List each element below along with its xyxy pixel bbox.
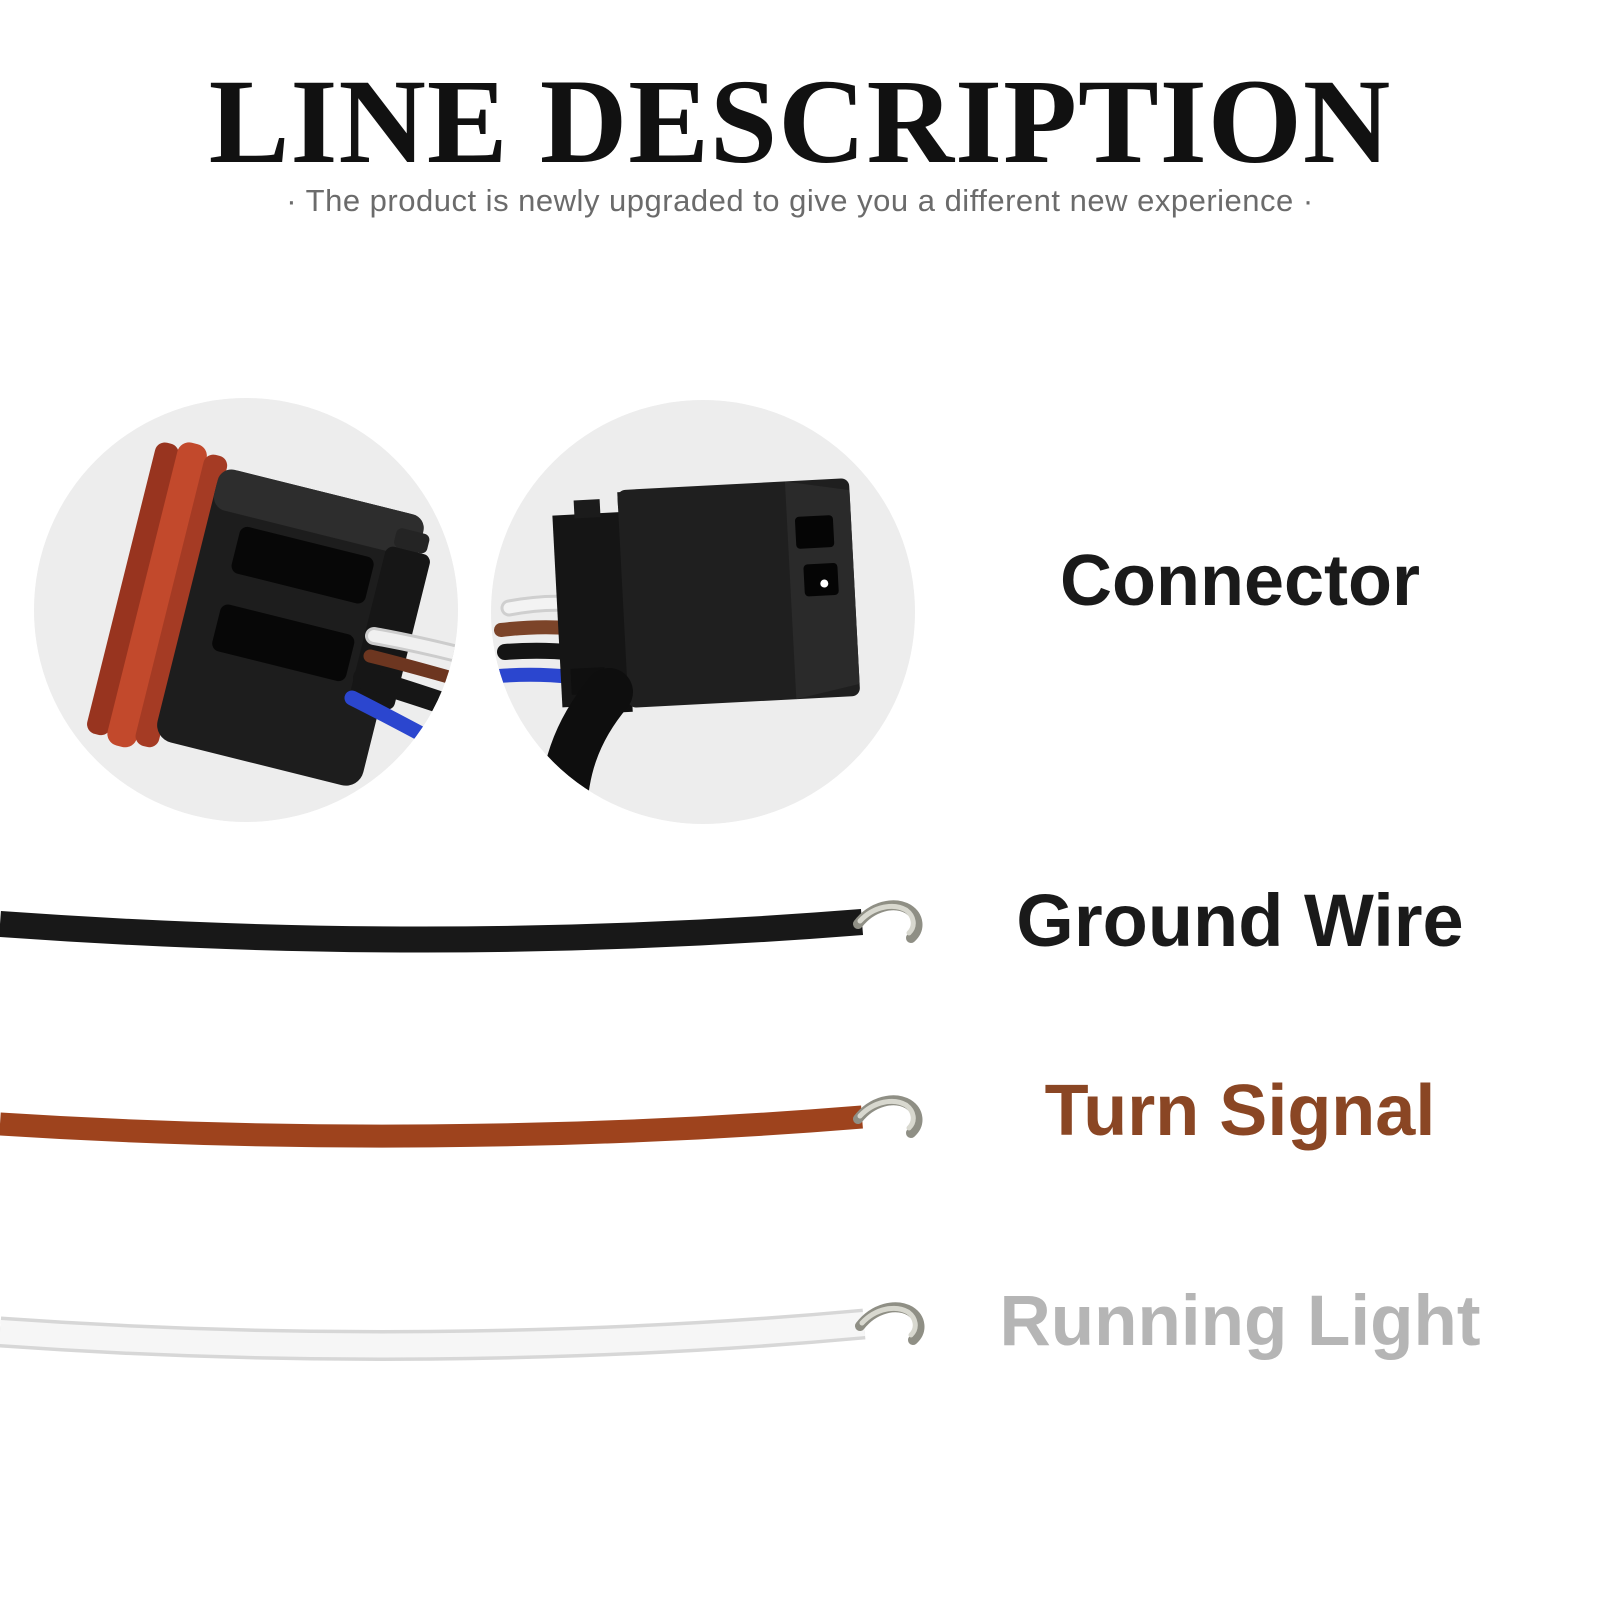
label-running-light: Running Light [999, 1282, 1481, 1361]
running-light-wire-tip [855, 1302, 925, 1345]
page-title: LINE DESCRIPTION [208, 55, 1392, 189]
ground-wire [0, 909, 864, 953]
turn-signal-wire [0, 1105, 863, 1148]
turn-signal-wire-tip [853, 1095, 923, 1138]
label-ground-wire: Ground Wire [1016, 879, 1464, 962]
label-connector: Connector [1060, 541, 1420, 621]
running-light-wire [0, 1312, 866, 1358]
pigtail-connector-illustration [34, 398, 458, 822]
ground-wire-tip [853, 900, 923, 943]
seal-rings [87, 442, 228, 748]
connector-photo-right [491, 400, 915, 824]
socket-housing [552, 478, 860, 715]
label-turn-signal: Turn Signal [1044, 1071, 1436, 1151]
socket-connector-illustration [491, 400, 915, 824]
connector-photo-left [34, 398, 458, 822]
page-subtitle: · The product is newly upgraded to give … [286, 183, 1314, 218]
